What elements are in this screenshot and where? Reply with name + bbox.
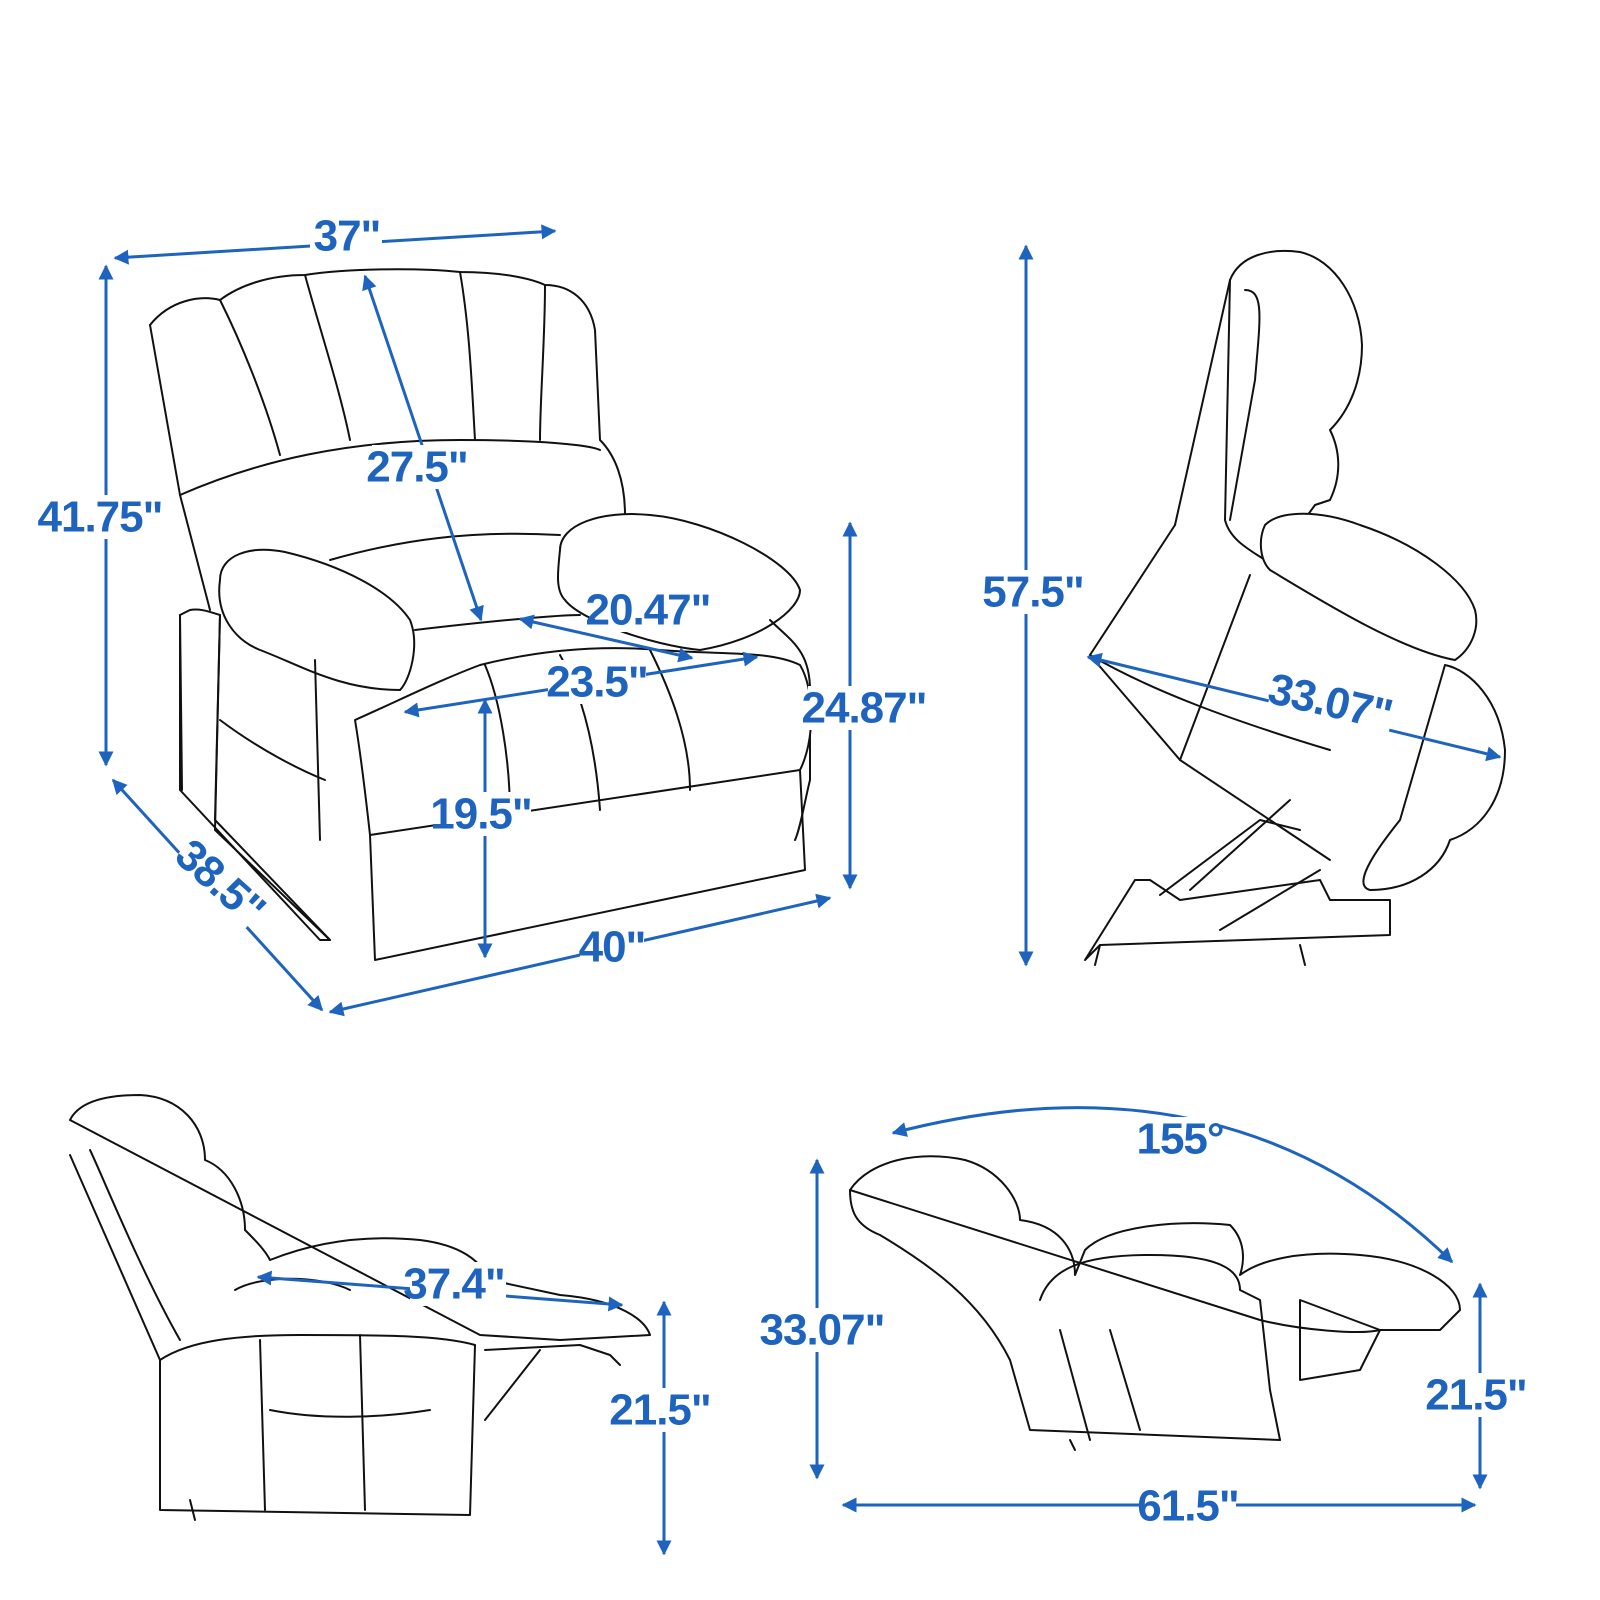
label-lift-height: 57.5" xyxy=(982,568,1084,617)
label-footrest-length: 37.4" xyxy=(403,1260,505,1309)
chair-full-recline-view xyxy=(849,1155,1461,1451)
label-seat-height: 19.5" xyxy=(430,790,532,839)
chair-lift-view xyxy=(1084,249,1506,966)
label-height-total: 41.75" xyxy=(38,493,163,542)
label-arm-depth: 20.47" xyxy=(586,586,711,635)
label-depth: 38.5" xyxy=(166,830,274,934)
label-width-top: 37" xyxy=(314,212,381,261)
label-width-bottom: 40" xyxy=(579,923,646,972)
label-recline-footrest-height: 21.5" xyxy=(609,1386,711,1435)
label-lift-depth: 33.07" xyxy=(1264,664,1397,740)
label-full-recline-footrest-height: 21.5" xyxy=(1425,1371,1527,1420)
label-full-recline-height: 33.07" xyxy=(760,1306,885,1355)
chair-recline-view xyxy=(69,1094,651,1521)
label-arm-height: 24.87" xyxy=(802,684,927,733)
label-length: 61.5" xyxy=(1137,1482,1239,1531)
dim-arm-depth xyxy=(518,614,694,663)
label-backrest: 27.5" xyxy=(366,443,468,492)
dimension-labels: 37" 41.75" 27.5" 20.47" 23.5" 24.87" 19.… xyxy=(38,212,1528,1531)
label-recline-angle: 155° xyxy=(1136,1115,1223,1164)
label-seat-width: 23.5" xyxy=(546,658,648,707)
